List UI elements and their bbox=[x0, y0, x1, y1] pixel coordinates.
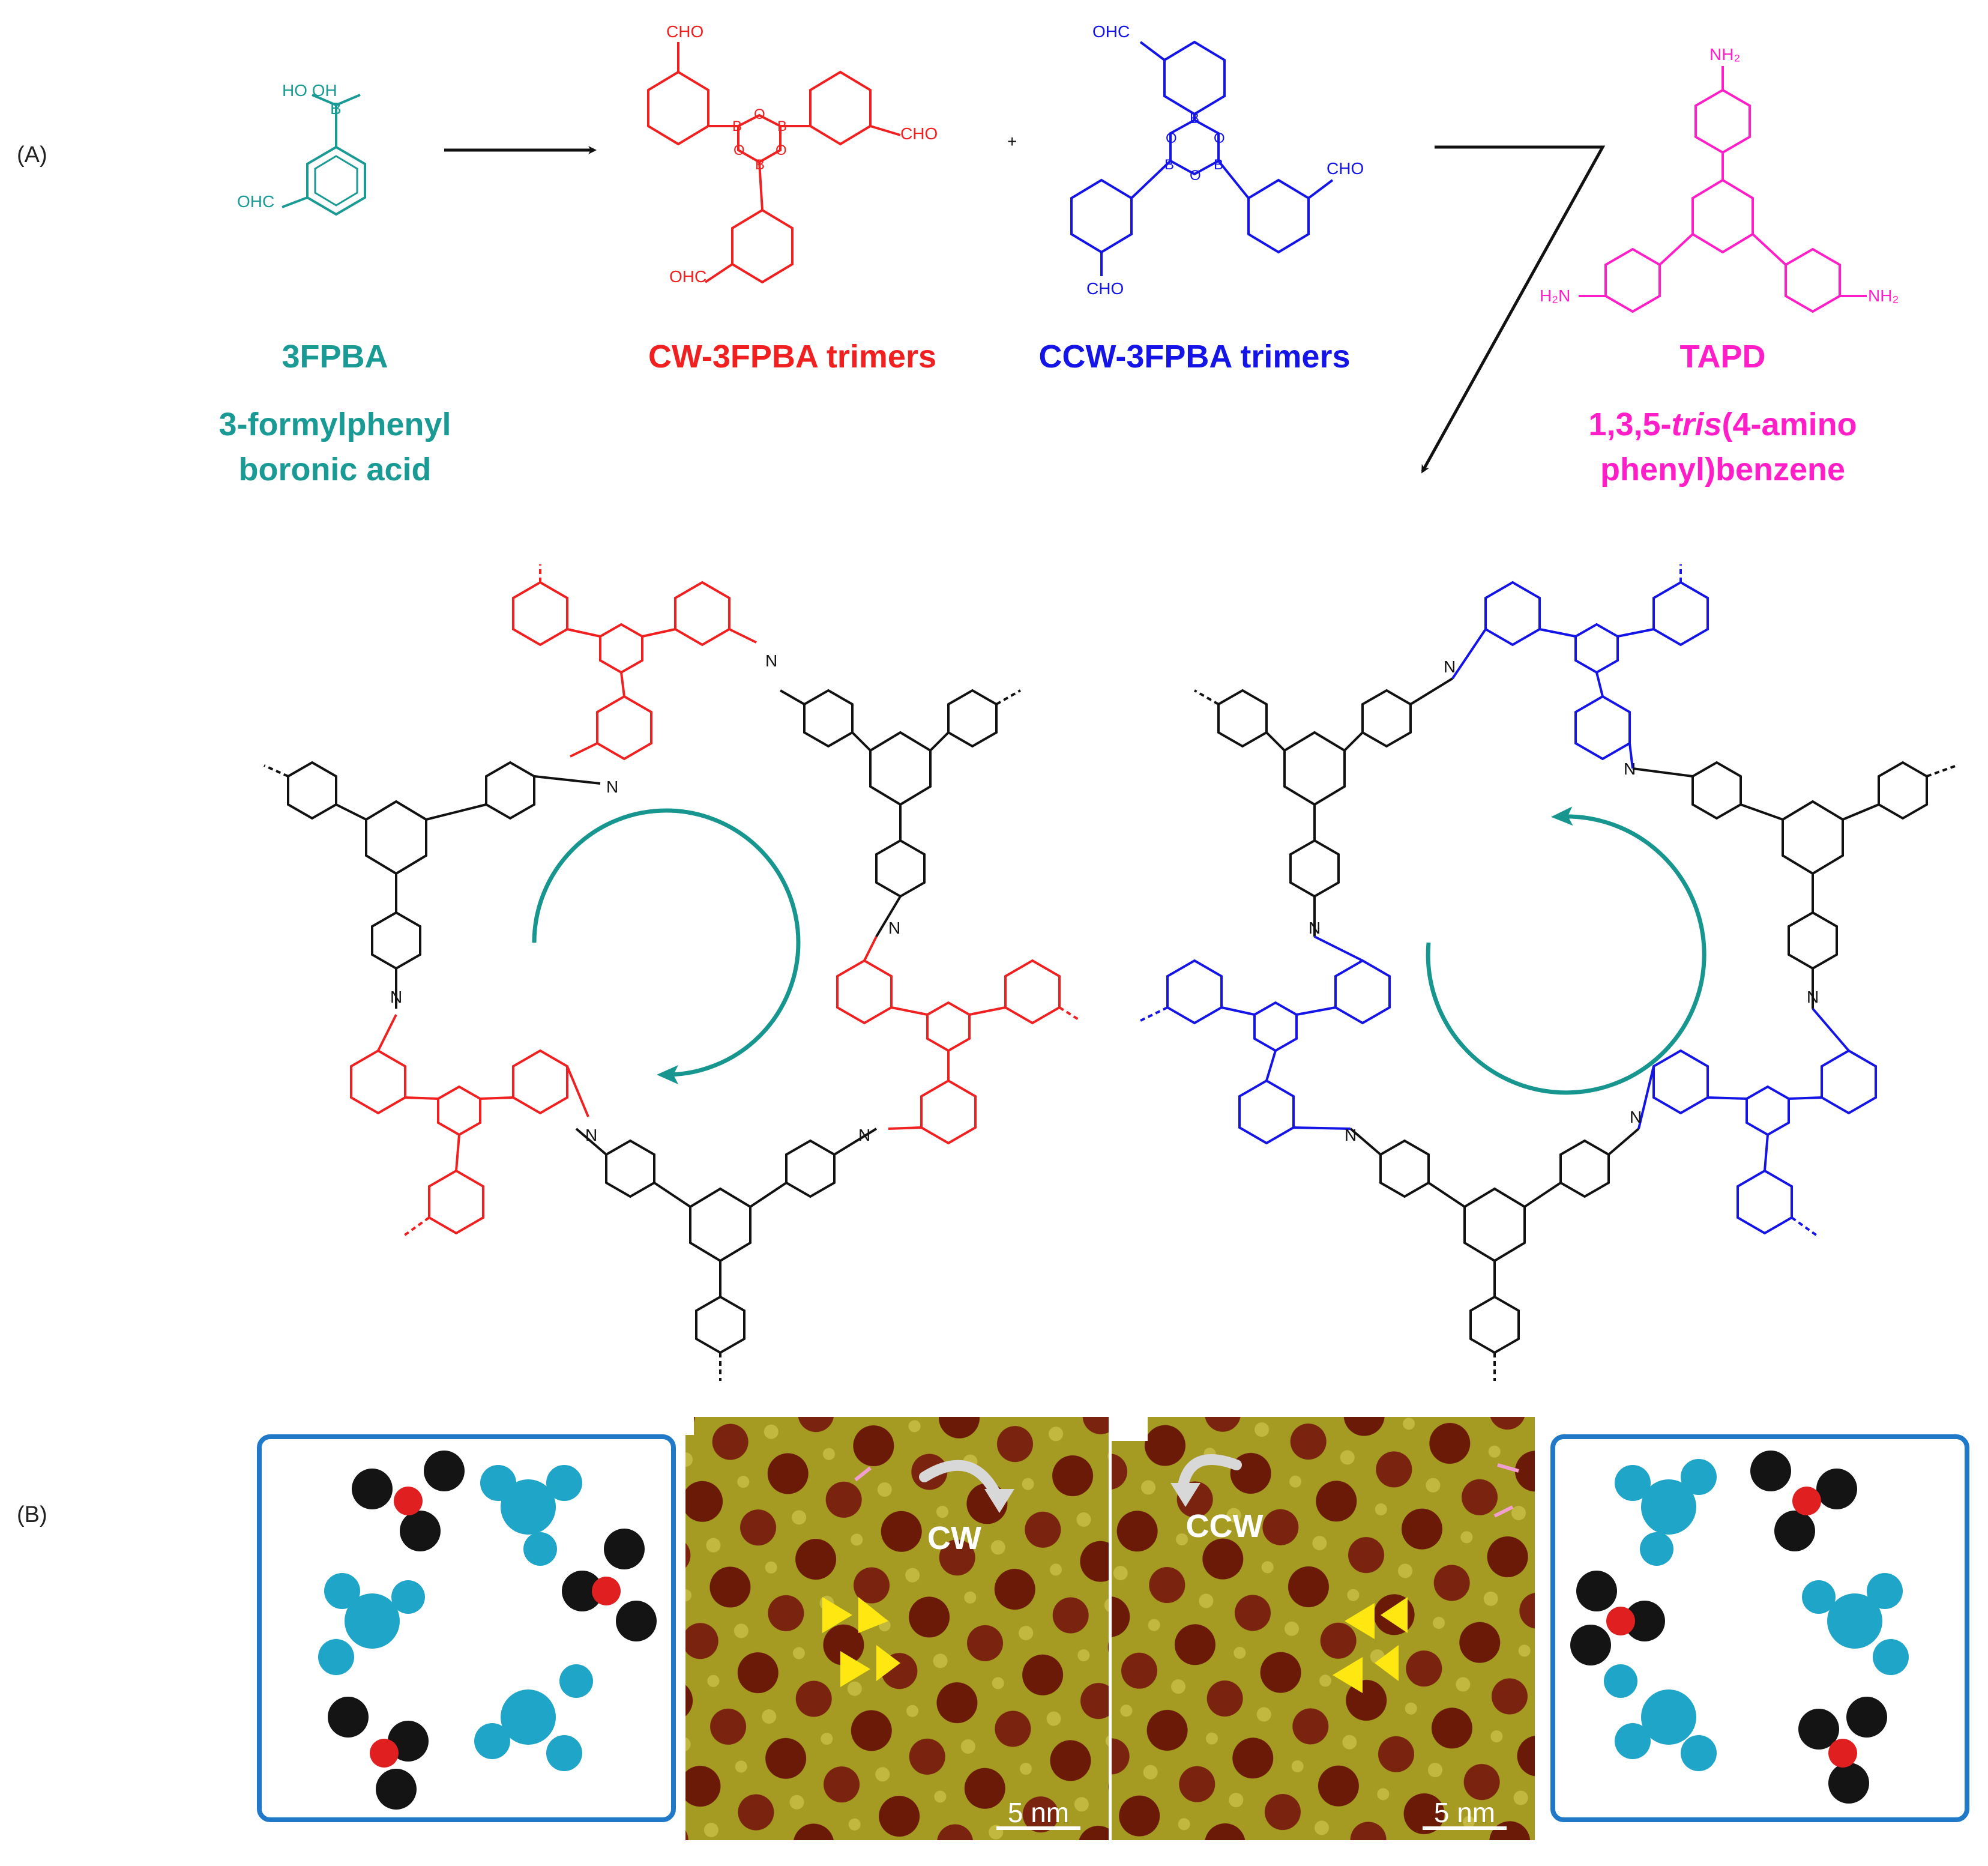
fpba-desc-line2: boronic acid bbox=[238, 451, 431, 488]
ccw-net-n1: N bbox=[1444, 657, 1456, 676]
cw-stm-label: CW bbox=[927, 1520, 981, 1556]
fpba-title: 3FPBA bbox=[282, 339, 388, 375]
ccw-b1: B bbox=[1190, 110, 1199, 127]
cw-title: CW-3FPBA trimers bbox=[648, 339, 936, 375]
tapd-desc-line1: 1,3,5-tris(4-amino bbox=[1588, 406, 1857, 442]
ccw-net-n6: N bbox=[1630, 1108, 1642, 1126]
cw-net-n6: N bbox=[858, 1126, 870, 1144]
cw-b1: B bbox=[732, 118, 742, 134]
cw-curl-arrowhead bbox=[984, 1489, 1014, 1513]
cw-rotation-arrow bbox=[532, 808, 801, 1084]
ccw-net-n4: N bbox=[1807, 988, 1819, 1006]
fpba-aldehyde: OHC bbox=[237, 192, 274, 211]
ccw-net-n5: N bbox=[1345, 1126, 1357, 1144]
ccw-cho-bottom: CHO bbox=[1086, 279, 1124, 298]
fpba-structure bbox=[282, 94, 366, 216]
cw-model-tapd-units bbox=[318, 1465, 593, 1771]
cw-b2: B bbox=[777, 118, 787, 134]
fpba-boron: B bbox=[330, 99, 342, 118]
cw-model-phenyl-units bbox=[328, 1451, 657, 1810]
ccw-b3: B bbox=[1214, 157, 1223, 173]
cw-trimer-structure bbox=[647, 42, 901, 284]
ccw-o1: O bbox=[1166, 130, 1177, 146]
ccw-rotation-arrow bbox=[1426, 806, 1706, 1095]
ccw-cho-right: CHO bbox=[1327, 159, 1364, 178]
ccw-network-blue bbox=[1140, 564, 1877, 1238]
ccw-model-box bbox=[1550, 1434, 1969, 1822]
ccw-model-boroxine-units bbox=[1606, 1487, 1857, 1768]
cw-o3: O bbox=[776, 142, 787, 159]
tapd-desc-post: (4-amino bbox=[1722, 406, 1857, 442]
ccw-model-tapd-units bbox=[1604, 1459, 1909, 1771]
ccw-o3: O bbox=[1190, 168, 1201, 184]
fpba-desc-line1: 3-formylphenyl bbox=[218, 406, 451, 442]
panel-a-label: (A) bbox=[17, 142, 47, 168]
ccw-curl-arrow bbox=[1177, 1454, 1242, 1494]
stm-image-ccw: CCW 5 nm bbox=[1112, 1417, 1535, 1840]
tapd-desc-pre: 1,3,5- bbox=[1588, 406, 1671, 442]
cw-net-n2: N bbox=[606, 778, 618, 796]
cw-net-n3: N bbox=[888, 919, 900, 937]
cw-ohc-bottom: OHC bbox=[669, 267, 706, 286]
ccw-curl-arrowhead bbox=[1170, 1483, 1200, 1507]
ccw-ohc-top: OHC bbox=[1092, 22, 1130, 41]
cw-cho-right: CHO bbox=[900, 124, 938, 143]
cw-yellow-triangles bbox=[822, 1597, 900, 1687]
ccw-trimer-structure bbox=[1070, 40, 1334, 276]
ccw-yellow-triangles bbox=[1333, 1597, 1408, 1693]
ccw-o2: O bbox=[1214, 130, 1225, 146]
tapd-title: TAPD bbox=[1680, 339, 1766, 375]
cw-o2: O bbox=[733, 142, 745, 159]
tapd-nh2-top: NH₂ bbox=[1709, 45, 1740, 64]
cw-cho-top: CHO bbox=[666, 22, 703, 41]
ccw-stm-label: CCW bbox=[1186, 1508, 1264, 1544]
stm-marker-arrow-2 bbox=[1497, 1463, 1519, 1473]
fpba-hydroxyls: HO OH bbox=[282, 81, 337, 100]
cw-net-n4: N bbox=[390, 988, 402, 1006]
tapd-h2n-left: H₂N bbox=[1540, 286, 1570, 305]
stm-image-cw: CW 5 nm bbox=[685, 1417, 1109, 1840]
ccw-b2: B bbox=[1164, 157, 1174, 173]
ccw-net-n3: N bbox=[1624, 759, 1636, 778]
tapd-desc-line2: phenyl)benzene bbox=[1600, 451, 1845, 488]
plus-sign: + bbox=[1007, 132, 1017, 151]
cw-model-box bbox=[257, 1434, 676, 1822]
ccw-title: CCW-3FPBA trimers bbox=[1039, 339, 1351, 375]
cw-network-red bbox=[350, 564, 1082, 1238]
cw-net-n5: N bbox=[585, 1126, 597, 1144]
ccw-model-phenyl-units bbox=[1570, 1451, 1887, 1804]
cw-network-black bbox=[264, 689, 1021, 1381]
cw-curl-arrow bbox=[919, 1460, 1002, 1500]
ccw-network-black bbox=[1194, 677, 1957, 1381]
stm-marker-arrow-1 bbox=[854, 1466, 872, 1482]
stm-marker-arrow-3 bbox=[1493, 1505, 1514, 1518]
cw-model-boroxine-units bbox=[370, 1487, 621, 1768]
stm-scalebar-right-label: 5 nm bbox=[1434, 1797, 1495, 1828]
stm-scalebar-left-label: 5 nm bbox=[1008, 1797, 1069, 1828]
cw-b3: B bbox=[755, 157, 765, 173]
cw-net-n1: N bbox=[765, 651, 777, 670]
ccw-net-n2: N bbox=[1309, 919, 1321, 937]
cw-o1: O bbox=[754, 106, 765, 122]
tapd-structure bbox=[1579, 66, 1867, 313]
reaction-arrow-2 bbox=[1421, 145, 1606, 474]
panel-b-label: (B) bbox=[17, 1502, 47, 1527]
tapd-desc-italic: tris bbox=[1672, 406, 1722, 442]
tapd-nh2-right: NH₂ bbox=[1868, 286, 1899, 305]
